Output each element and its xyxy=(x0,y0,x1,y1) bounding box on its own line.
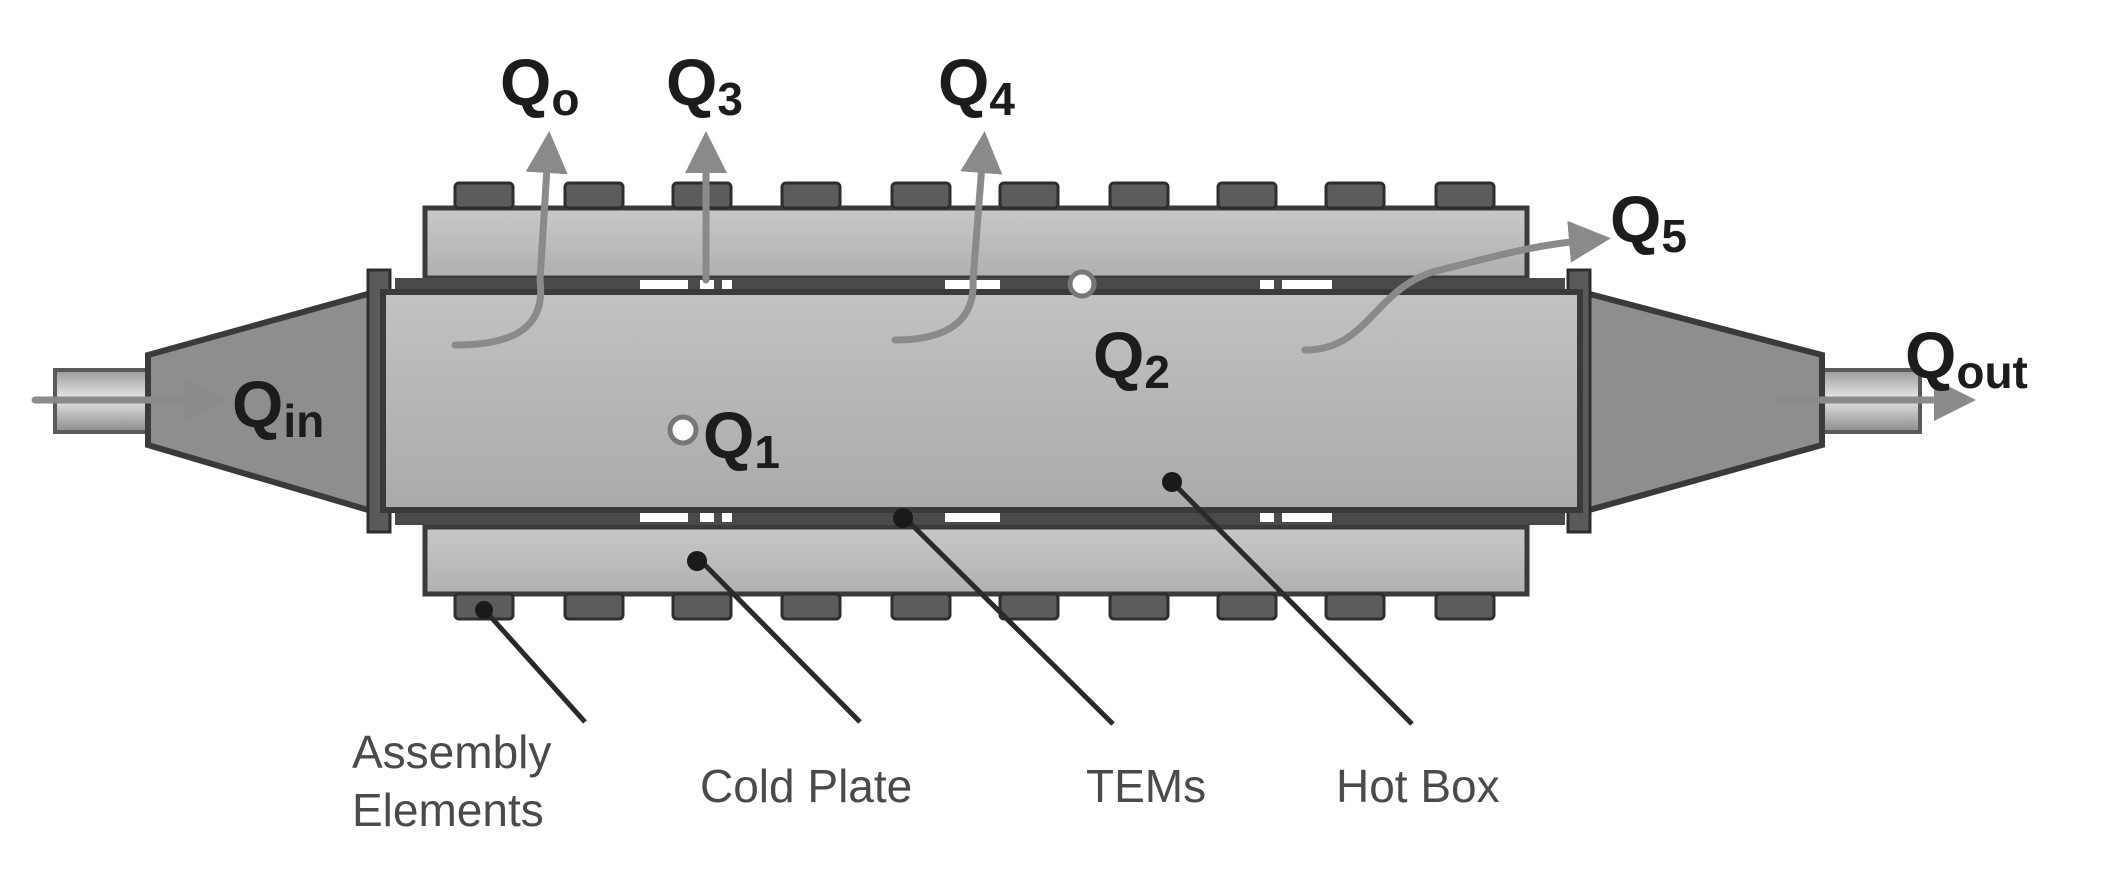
label-q3: Q3 xyxy=(666,45,743,125)
leader-hot-box xyxy=(1170,480,1414,726)
callout-assembly-line1: Assembly xyxy=(352,726,551,778)
callout-hot-box: Hot Box xyxy=(1336,760,1500,812)
callout-cold-plate: Cold Plate xyxy=(700,760,912,812)
callout-assembly-line2: Elements xyxy=(352,784,544,836)
leader-assembly xyxy=(488,614,587,724)
label-q5: Q5 xyxy=(1610,182,1687,262)
label-q2: Q2 xyxy=(1093,318,1170,398)
label-q0: Qo xyxy=(500,45,579,125)
dot-hot-box xyxy=(1162,472,1182,492)
dot-assembly xyxy=(475,601,493,619)
bottom-cold-plate xyxy=(422,524,1530,597)
label-q4: Q4 xyxy=(938,45,1015,125)
bottom-assembly-elements xyxy=(453,592,1496,621)
callout-tems: TEMs xyxy=(1086,760,1206,812)
q2-point xyxy=(1067,269,1097,299)
arrow-q0 xyxy=(451,131,568,349)
leader-tems xyxy=(903,516,1115,726)
arrow-q4 xyxy=(891,131,1003,344)
dot-cold-plate xyxy=(687,551,707,571)
arrow-q5 xyxy=(1301,220,1611,354)
dot-tems xyxy=(893,508,913,528)
label-q1: Q1 xyxy=(703,398,780,478)
label-qin: Qin xyxy=(232,367,324,447)
hot-box xyxy=(380,289,1583,513)
leader-cold-plate xyxy=(698,558,862,724)
bottom-tem-strip xyxy=(395,510,1565,525)
q1-point xyxy=(667,414,699,446)
top-assembly-elements xyxy=(453,181,1496,210)
label-qout: Qout xyxy=(1905,318,2028,398)
